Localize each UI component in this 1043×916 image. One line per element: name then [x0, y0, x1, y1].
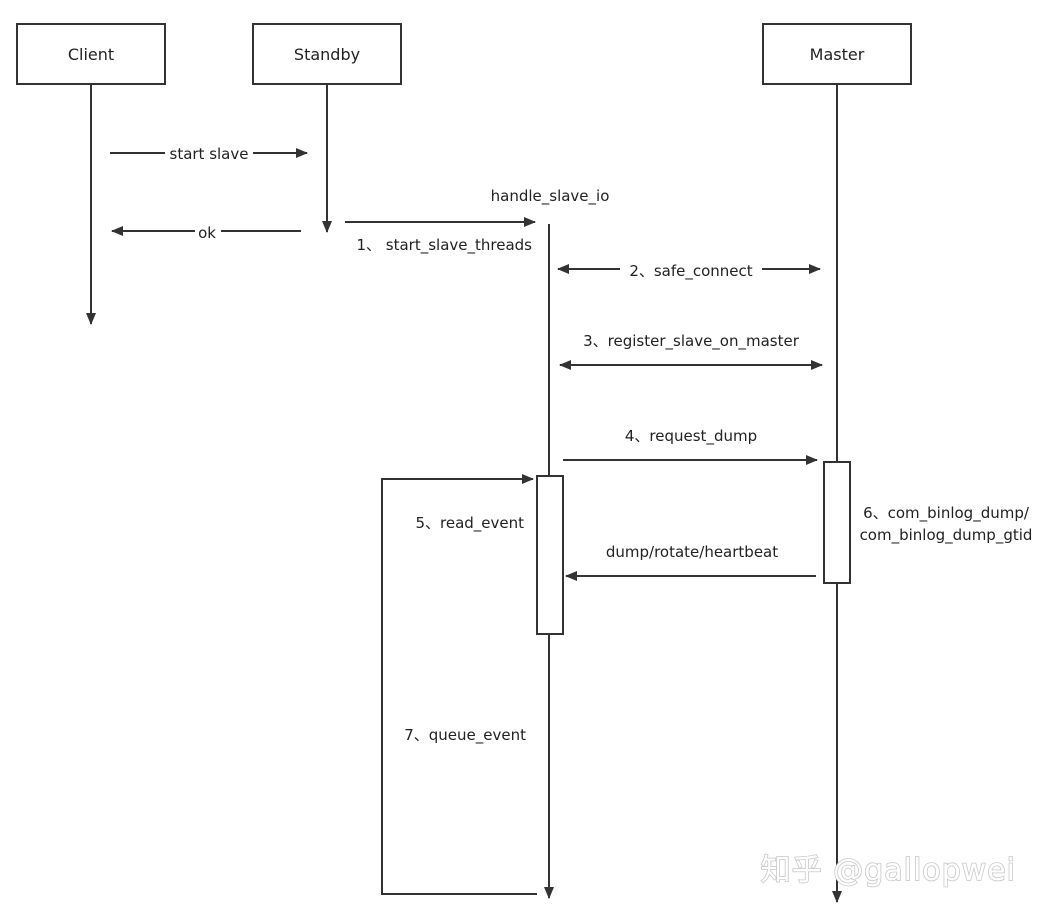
queue-event-label: 7、queue_event: [404, 726, 526, 745]
io-thread-activation-box: [536, 475, 564, 635]
watermark: 知乎 @gallopwei: [761, 853, 1016, 888]
actor-client-box: [16, 23, 166, 85]
ok-label: ok: [198, 224, 216, 242]
actor-standby-label: Standby: [294, 45, 360, 64]
actor-standby: Standby: [252, 23, 402, 85]
request-dump-label: 4、request_dump: [625, 427, 757, 446]
read-event-label: 5、read_event: [415, 514, 524, 533]
com-binlog-dump-gtid-label: com_binlog_dump_gtid: [860, 526, 1033, 545]
actor-client-label: Client: [68, 45, 114, 64]
dump-rotate-heartbeat-label: dump/rotate/heartbeat: [606, 543, 778, 561]
actor-standby-box: [252, 23, 402, 85]
start-slave-label: start slave: [170, 145, 249, 163]
actor-client: Client: [16, 23, 166, 85]
actor-master-label: Master: [810, 45, 865, 64]
handle-slave-io-label: handle_slave_io: [491, 187, 610, 206]
master-activation-box: [823, 461, 851, 584]
start-slave-label-bg: [165, 142, 253, 164]
actor-master: Master: [762, 23, 912, 85]
com-binlog-dump-label: 6、com_binlog_dump/: [863, 504, 1030, 523]
register-slave-label: 3、register_slave_on_master: [583, 332, 800, 351]
start-slave-threads-label: 1、 start_slave_threads: [356, 236, 532, 255]
safe-connect-label-bg: [620, 258, 762, 280]
safe-connect-label: 2、safe_connect: [629, 262, 752, 281]
queue-event-loop-arrow: [381, 474, 537, 895]
ok-label-bg: [195, 220, 221, 242]
